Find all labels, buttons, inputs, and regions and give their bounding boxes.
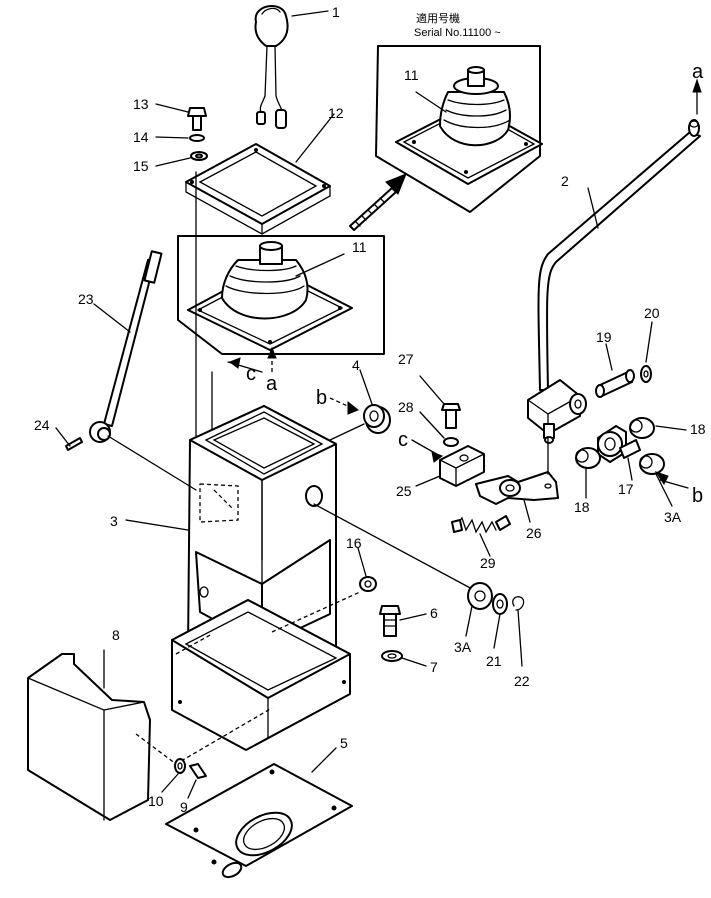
ref-b-right: b bbox=[692, 485, 703, 507]
callout-14: 14 bbox=[133, 129, 149, 145]
link-arm-part-26 bbox=[475, 437, 559, 523]
callout-11-main: 11 bbox=[352, 239, 367, 255]
screw-and-washer-9-10 bbox=[161, 758, 207, 799]
callout-23: 23 bbox=[78, 291, 94, 307]
bushing-part-16 bbox=[271, 547, 377, 633]
ref-c-mid: c bbox=[398, 429, 408, 451]
serial-note-line2: Serial No.11100 ~ bbox=[414, 27, 501, 39]
shift-rod-bracket bbox=[527, 379, 587, 444]
callout-19: 19 bbox=[596, 329, 612, 345]
callout-24: 24 bbox=[34, 417, 50, 433]
shift-rod-part bbox=[537, 78, 702, 391]
callout-labels: 適用号機 Serial No.11100 ~ 1 12 13 14 15 11 … bbox=[34, 4, 706, 815]
ref-leaders bbox=[329, 397, 359, 415]
callout-18-upper: 18 bbox=[690, 421, 706, 437]
bolt-and-washer-27-28 bbox=[419, 375, 461, 447]
callout-2: 2 bbox=[561, 173, 569, 189]
callout-25: 25 bbox=[396, 483, 412, 499]
serial-note-line1: 適用号機 bbox=[416, 11, 460, 25]
callout-29: 29 bbox=[480, 555, 496, 571]
pin-and-ring-19-20 bbox=[595, 321, 653, 398]
callout-22: 22 bbox=[514, 673, 530, 689]
callout-18-lower: 18 bbox=[574, 499, 590, 515]
ref-c-left: c bbox=[246, 363, 256, 385]
boot-detail-box bbox=[177, 235, 385, 374]
bushing-part-4 bbox=[329, 369, 391, 441]
serial-inset bbox=[375, 45, 543, 213]
bolt-part-6 bbox=[379, 605, 427, 667]
callout-9: 9 bbox=[180, 799, 188, 815]
callout-27: 27 bbox=[398, 351, 414, 367]
callout-8: 8 bbox=[112, 627, 120, 643]
joint-block-part-25 bbox=[411, 439, 485, 487]
callout-16: 16 bbox=[346, 535, 362, 551]
fork-joint-17-18 bbox=[575, 417, 689, 507]
gasket-part-5 bbox=[165, 747, 353, 879]
callout-3a-left: 3A bbox=[454, 639, 472, 655]
callout-4: 4 bbox=[352, 357, 360, 373]
spring-part-29 bbox=[451, 515, 511, 557]
callout-13: 13 bbox=[133, 96, 149, 112]
callout-6: 6 bbox=[430, 605, 438, 621]
callout-7: 7 bbox=[430, 659, 438, 675]
callout-20: 20 bbox=[644, 305, 660, 321]
inset-pointer-arrow bbox=[349, 173, 407, 231]
side-lever-part bbox=[55, 250, 197, 491]
bolt-and-washer-set bbox=[155, 103, 208, 167]
cover-plate-part bbox=[185, 113, 335, 235]
callout-28: 28 bbox=[398, 399, 414, 415]
callout-17: 17 bbox=[618, 481, 634, 497]
side-cover-part bbox=[27, 649, 273, 821]
callout-11-inset: 11 bbox=[404, 67, 419, 83]
callout-3: 3 bbox=[110, 513, 118, 529]
callout-21: 21 bbox=[486, 653, 502, 669]
callout-12: 12 bbox=[328, 105, 344, 121]
shift-knob-part bbox=[254, 4, 329, 129]
ref-a-top: a bbox=[692, 61, 704, 83]
ref-b-left: b bbox=[316, 387, 327, 409]
callout-3a-right: 3A bbox=[664, 509, 682, 525]
callout-10: 10 bbox=[148, 793, 164, 809]
callout-5: 5 bbox=[340, 735, 348, 751]
ref-a-bottom: a bbox=[266, 373, 278, 395]
housing-tower-part bbox=[125, 405, 351, 751]
callout-15: 15 bbox=[133, 158, 149, 174]
callout-1: 1 bbox=[332, 4, 340, 20]
callout-26: 26 bbox=[526, 525, 542, 541]
bushing-retainer-set bbox=[313, 503, 525, 667]
